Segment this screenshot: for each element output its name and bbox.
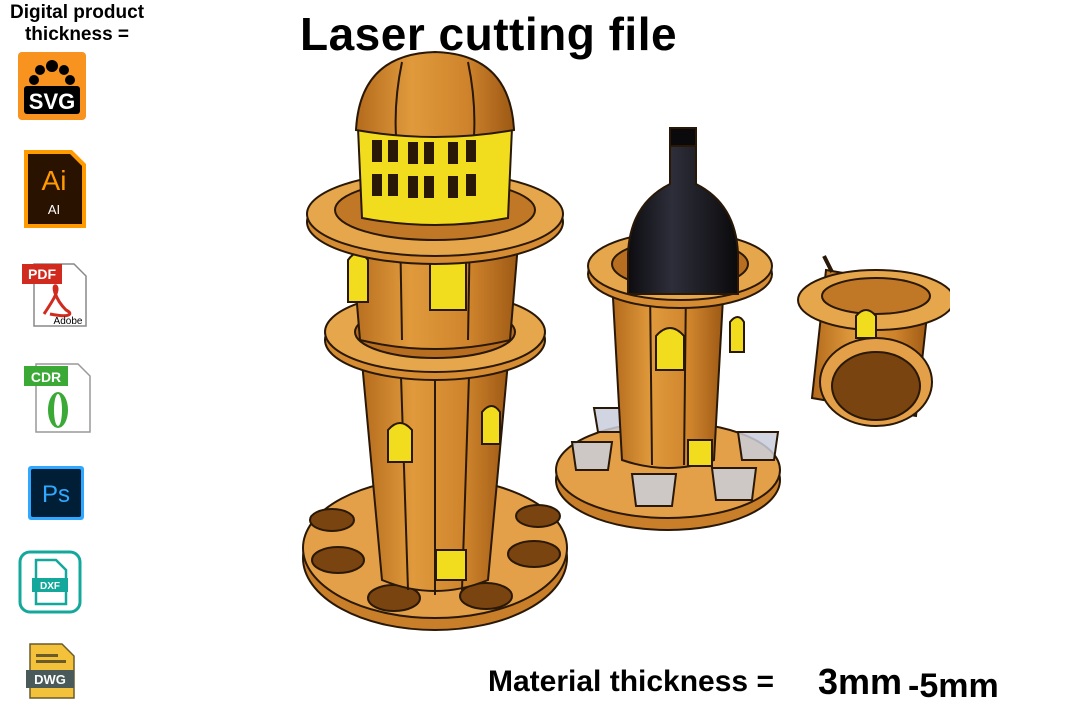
dwg-label: DWG xyxy=(34,672,66,687)
lighthouse-top-piece xyxy=(797,255,955,427)
pdf-sublabel: Adobe xyxy=(54,316,83,327)
ps-label: Ps xyxy=(42,481,70,508)
digital-product-header: Digital product thickness = xyxy=(0,2,154,46)
photoshop-icon: Ps xyxy=(28,466,84,520)
page-title: Laser cutting file xyxy=(300,8,678,60)
dxf-icon: DXF xyxy=(18,550,82,614)
cdr-label: CDR xyxy=(31,369,61,385)
svg-icon: SVG xyxy=(18,52,86,120)
ai-icon: Ai AI xyxy=(22,148,88,230)
wine-holder-lighthouse xyxy=(555,127,781,531)
cdr-icon: CDR xyxy=(22,362,92,434)
dxf-label: DXF xyxy=(40,581,60,592)
svg-label: SVG xyxy=(29,89,75,114)
thickness-to: -5mm xyxy=(908,667,999,705)
pdf-icon: PDF Adobe xyxy=(20,262,90,328)
header-line-1: Digital product xyxy=(9,2,145,23)
header-line-2: thickness = xyxy=(24,24,130,45)
pdf-label: PDF xyxy=(28,266,56,282)
ai-label: Ai xyxy=(42,165,67,196)
large-lighthouse xyxy=(302,50,568,631)
lighthouse-product-scene xyxy=(290,40,955,670)
dwg-icon: DWG xyxy=(24,642,78,700)
thickness-from: 3mm xyxy=(818,661,903,702)
material-thickness-label: Material thickness = xyxy=(488,665,774,698)
ai-sublabel: AI xyxy=(48,202,60,217)
